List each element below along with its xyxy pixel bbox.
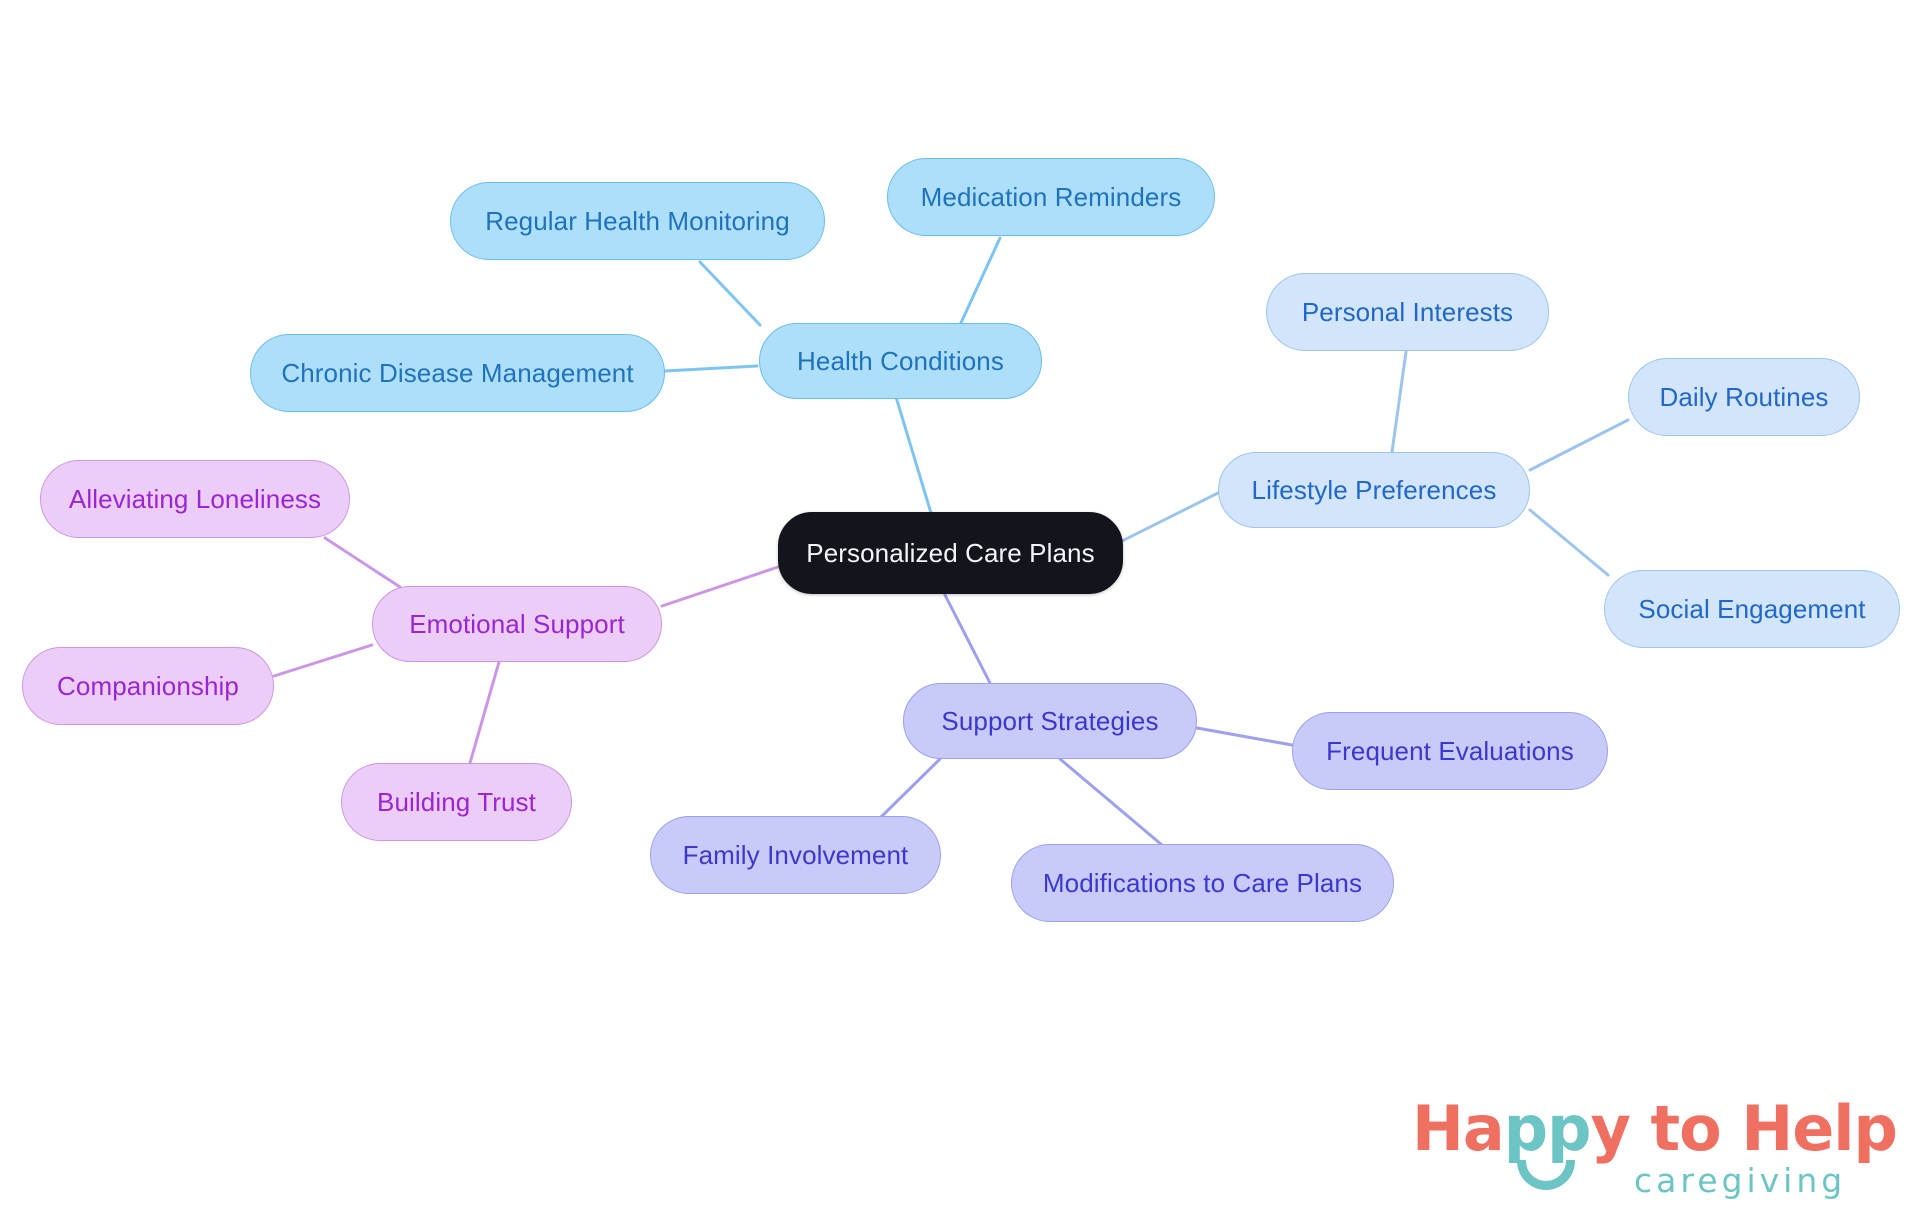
mindmap-branch-lifestyle-preferences[interactable]: Lifestyle Preferences: [1218, 452, 1530, 528]
edge-root-to-lifestyle-preferences: [1108, 490, 1222, 549]
mindmap-leaf-social-engagement-label: Social Engagement: [1638, 594, 1866, 624]
mindmap-leaf-frequent-evaluations-label: Frequent Evaluations: [1326, 736, 1574, 766]
mindmap-leaf-alleviating-loneliness[interactable]: Alleviating Loneliness: [40, 460, 350, 538]
brand-wordmark-pp: pp: [1503, 1092, 1592, 1165]
mindmap-leaf-regular-health-monitoring[interactable]: Regular Health Monitoring: [450, 182, 825, 260]
mindmap-leaf-alleviating-loneliness-label: Alleviating Loneliness: [68, 484, 322, 514]
edge-health-conditions-to-chronic-disease-management: [663, 364, 759, 373]
mindmap-root-node-label: Personalized Care Plans: [806, 538, 1095, 568]
smile-icon: [1517, 1160, 1575, 1190]
mindmap-leaf-regular-health-monitoring-label: Regular Health Monitoring: [485, 206, 790, 236]
mindmap-branch-health-conditions[interactable]: Health Conditions: [759, 323, 1042, 399]
edge-emotional-support-to-building-trust: [468, 660, 501, 765]
brand-logo: Happy to Help caregiving: [1412, 1098, 1898, 1210]
brand-subtitle: caregiving: [1634, 1161, 1847, 1200]
mindmap-leaf-social-engagement[interactable]: Social Engagement: [1604, 570, 1900, 648]
edge-support-strategies-to-frequent-evaluations: [1195, 726, 1294, 747]
edge-support-strategies-to-family-involvement: [878, 757, 942, 820]
mindmap-leaf-modifications-to-care-plans[interactable]: Modifications to Care Plans: [1011, 844, 1394, 922]
mindmap-leaf-personal-interests[interactable]: Personal Interests: [1266, 273, 1549, 351]
mindmap-branch-emotional-support-label: Emotional Support: [409, 609, 625, 639]
edge-root-to-support-strategies: [943, 593, 992, 685]
mindmap-leaf-chronic-disease-management[interactable]: Chronic Disease Management: [250, 334, 665, 412]
mindmap-leaf-personal-interests-label: Personal Interests: [1301, 297, 1514, 327]
mindmap-branch-health-conditions-label: Health Conditions: [797, 346, 1004, 376]
edge-lifestyle-preferences-to-social-engagement: [1528, 508, 1610, 577]
brand-wordmark: Happy to Help: [1412, 1098, 1898, 1160]
edge-health-conditions-to-medication-reminders: [958, 236, 1002, 327]
mindmap-leaf-frequent-evaluations[interactable]: Frequent Evaluations: [1292, 712, 1608, 790]
mindmap-root-node[interactable]: Personalized Care Plans: [778, 512, 1123, 594]
mindmap-branch-emotional-support[interactable]: Emotional Support: [372, 586, 662, 662]
mindmap-leaf-daily-routines-label: Daily Routines: [1659, 382, 1829, 412]
edge-lifestyle-preferences-to-daily-routines: [1528, 418, 1630, 472]
mindmap-branch-support-strategies-label: Support Strategies: [941, 706, 1159, 736]
mindmap-leaf-companionship[interactable]: Companionship: [22, 647, 274, 725]
edge-health-conditions-to-regular-health-monitoring: [698, 260, 762, 327]
edge-lifestyle-preferences-to-personal-interests: [1390, 350, 1408, 454]
mindmap-branch-support-strategies[interactable]: Support Strategies: [903, 683, 1197, 759]
mindmap-leaf-building-trust[interactable]: Building Trust: [341, 763, 572, 841]
mindmap-branch-lifestyle-preferences-label: Lifestyle Preferences: [1251, 475, 1497, 505]
mindmap-leaf-companionship-label: Companionship: [57, 671, 239, 701]
edge-root-to-health-conditions: [894, 395, 933, 515]
brand-wordmark-part-2: y to Help: [1590, 1092, 1898, 1165]
mindmap-leaf-modifications-to-care-plans-label: Modifications to Care Plans: [1042, 868, 1363, 898]
edge-support-strategies-to-modifications-to-care-plans: [1058, 757, 1164, 847]
edge-emotional-support-to-companionship: [272, 643, 374, 678]
mindmap-leaf-daily-routines[interactable]: Daily Routines: [1628, 358, 1860, 436]
mindmap-leaf-building-trust-label: Building Trust: [377, 787, 536, 817]
mindmap-leaf-chronic-disease-management-label: Chronic Disease Management: [281, 358, 634, 388]
mindmap-leaf-medication-reminders-label: Medication Reminders: [920, 182, 1182, 212]
mindmap-leaf-family-involvement[interactable]: Family Involvement: [650, 816, 941, 894]
brand-wordmark-part-1: Ha: [1412, 1092, 1505, 1165]
mindmap-leaf-medication-reminders[interactable]: Medication Reminders: [887, 158, 1215, 236]
edge-root-to-emotional-support: [660, 565, 780, 608]
edge-emotional-support-to-alleviating-loneliness: [323, 536, 402, 589]
mindmap-leaf-family-involvement-label: Family Involvement: [682, 840, 909, 870]
